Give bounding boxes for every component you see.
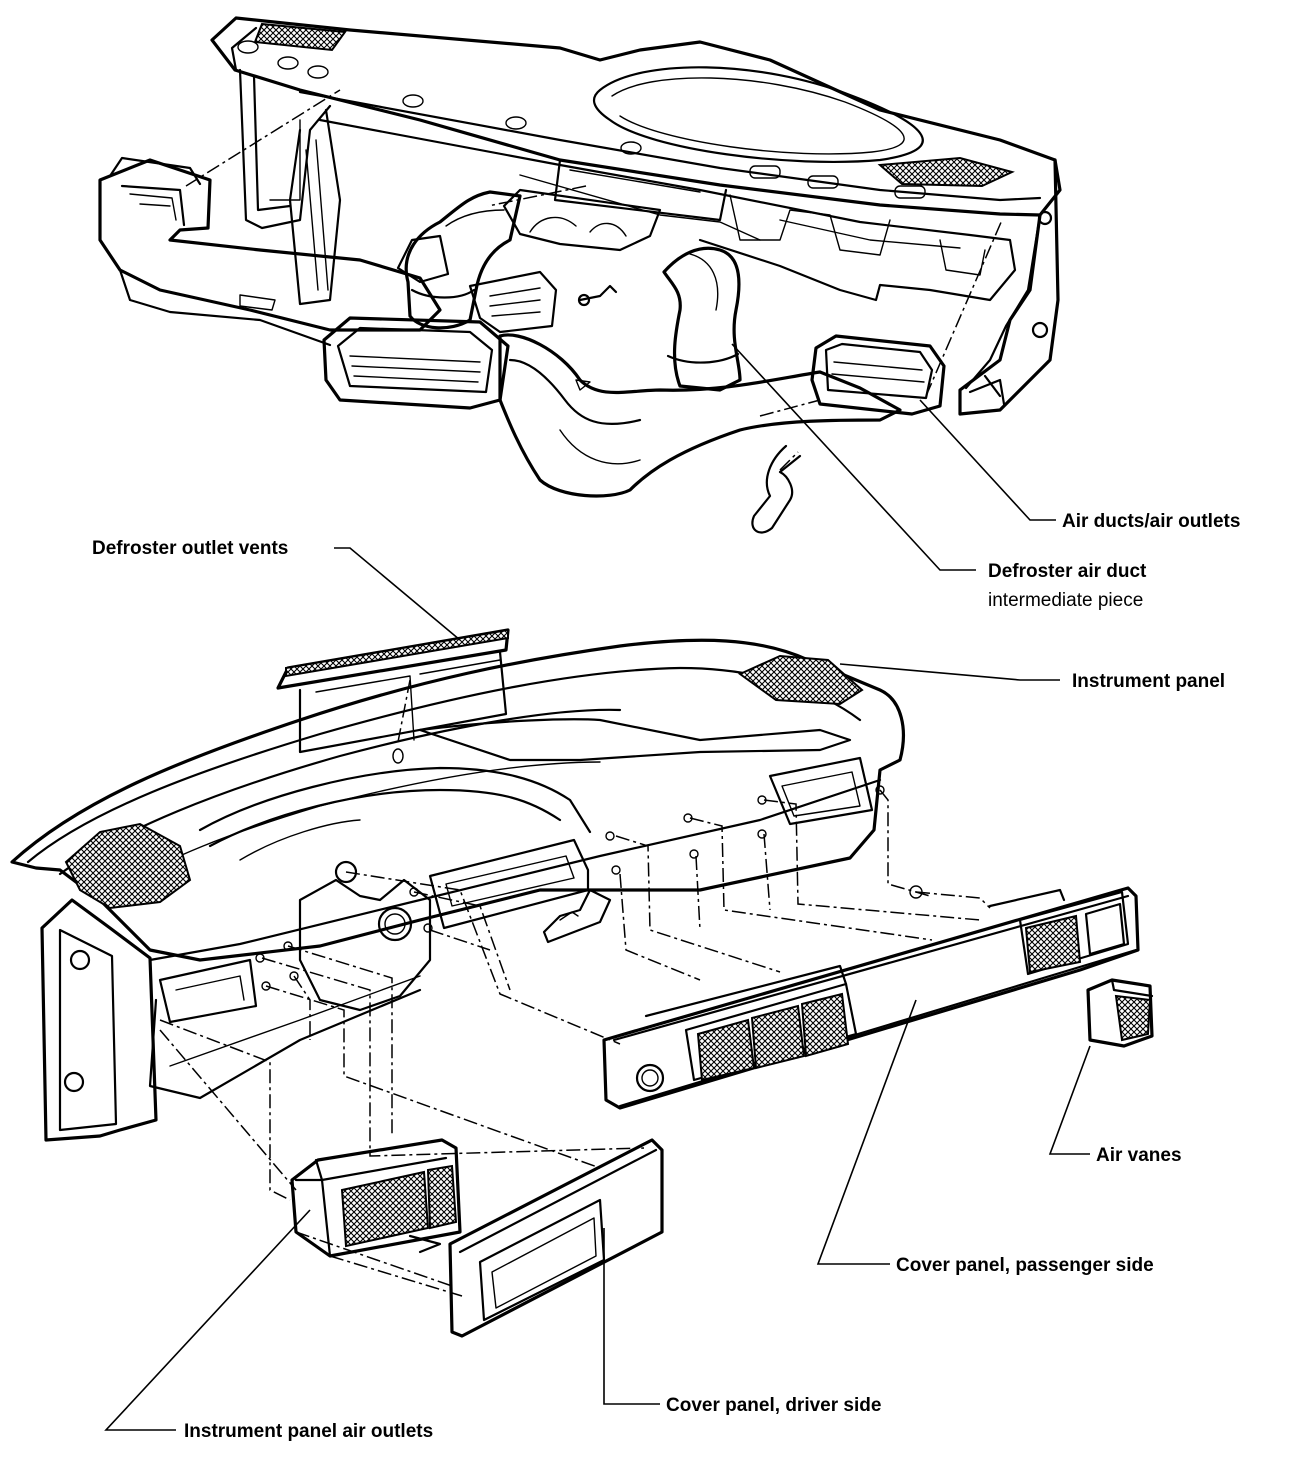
label-intermediate-piece: intermediate piece	[988, 590, 1143, 611]
leader-instrument-panel	[839, 663, 1060, 681]
callout-labels: Air ducts/air outlets Defroster air duct…	[92, 511, 1240, 1442]
label-defroster-outlet-vents: Defroster outlet vents	[92, 538, 288, 559]
label-cover-panel-driver: Cover panel, driver side	[666, 1395, 881, 1416]
driver-side-cover-panel	[448, 1138, 664, 1338]
upper-left-speaker-grille	[253, 22, 347, 52]
leader-lines	[104, 343, 1091, 1431]
leader-air-vanes	[1048, 1045, 1091, 1155]
leader-air-outlets	[104, 1209, 311, 1431]
label-defroster-air-duct: Defroster air duct	[988, 561, 1147, 582]
defroster-intermediate-duct	[662, 246, 742, 392]
leader-air-ducts	[919, 399, 1056, 521]
leader-defroster-duct	[731, 343, 976, 571]
upper-right-outlet	[810, 334, 946, 416]
label-air-vanes: Air vanes	[1096, 1145, 1182, 1166]
label-instrument-panel-air-outlets: Instrument panel air outlets	[184, 1421, 433, 1442]
label-instrument-panel: Instrument panel	[1072, 671, 1225, 692]
upper-right-speaker-grille	[877, 156, 1015, 188]
leader-passenger-panel	[816, 999, 917, 1265]
lower-instrument-panel-assembly	[10, 628, 1154, 1338]
passenger-side-cover-panel	[602, 886, 1140, 1110]
driver-air-outlet-box	[290, 1138, 462, 1258]
leader-driver-panel	[603, 1228, 660, 1405]
lower-left-speaker-grille	[64, 822, 192, 910]
lower-right-speaker-grille	[738, 654, 864, 706]
upper-duct-assembly	[98, 16, 1062, 534]
label-air-ducts-outlets: Air ducts/air outlets	[1062, 511, 1240, 532]
label-cover-panel-passenger: Cover panel, passenger side	[896, 1255, 1154, 1276]
leader-defroster-vents	[334, 547, 461, 641]
